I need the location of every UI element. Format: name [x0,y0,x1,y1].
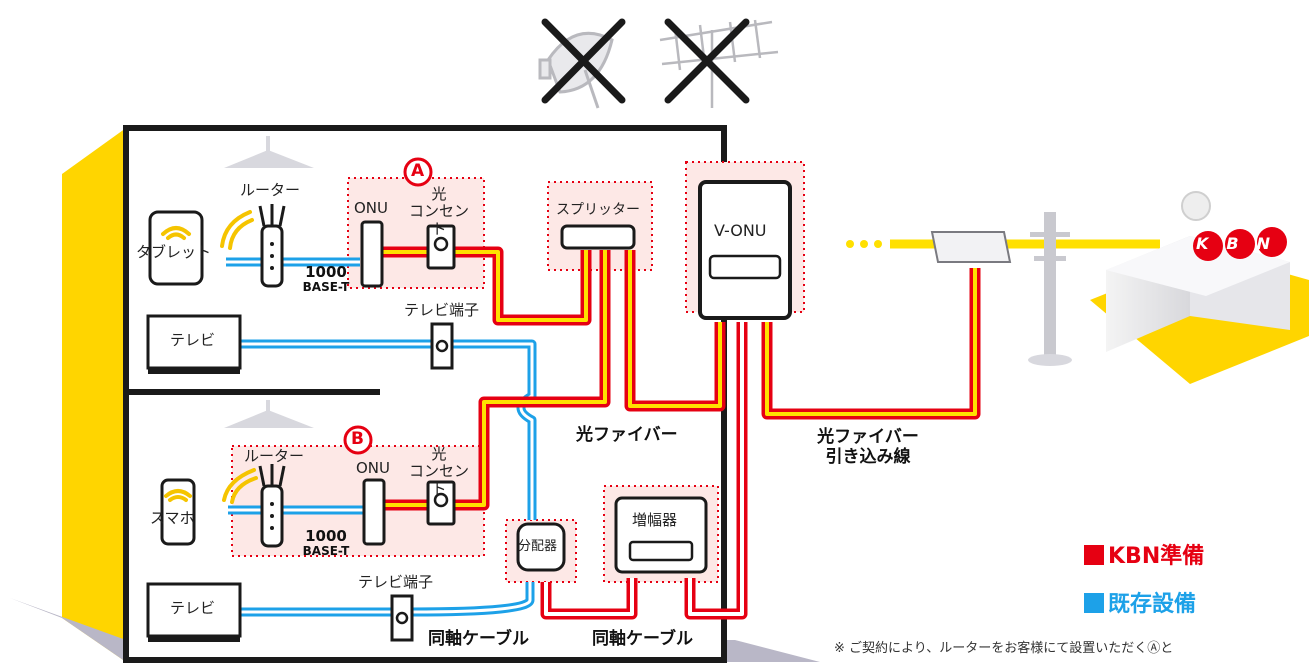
splitter-label: スプリッター [556,202,640,218]
optical-outlet-icon [426,224,456,270]
kbn-logo-text: KBN [1196,234,1288,253]
legend-existing-swatch [1084,593,1104,613]
legend-existing-label: 既存設備 [1108,592,1197,617]
tablet-label: タブレット [136,243,212,261]
smartphone-label: スマホ [150,509,195,527]
onu-icon [362,478,386,546]
tv-lower-icon [146,582,242,642]
distributor-label: 分配器 [518,539,558,554]
cross-mark-icon [541,18,626,104]
footnote: ※ ご契約により、ルーターをお客様にて設置いただくⒶと [834,641,1174,656]
router-upper-label: ルーター [240,181,301,199]
v-onu-icon [698,180,792,320]
distributor-icon [516,522,566,572]
legend-kbn-swatch [1084,545,1104,565]
marker-b-label: B [351,429,364,449]
kbn-building-icon [1090,191,1309,384]
optical-outlet-icon [426,480,456,526]
router-icon [258,204,286,288]
tv-lower-label: テレビ [170,599,216,617]
legend-kbn-label: KBN準備 [1108,544,1205,569]
wifi-icon [164,468,258,504]
marker-a-label: A [411,161,425,181]
v-onu-label: V-ONU [714,221,767,240]
tv-upper-icon [146,314,242,374]
optical-outlet-lower-label: 光 コンセント [408,445,469,498]
splitter-icon [560,224,636,250]
optical-outlet-upper-label: 光 コンセント [408,185,469,238]
onu-lower-label: ONU [356,459,391,477]
legend-kbn: KBN準備 [1084,538,1204,570]
router-lower-label: ルーター [244,447,305,465]
marker-b-circle [343,425,373,455]
fiber-label: 光ファイバー [576,425,678,445]
speed-lower-label: 1000 [305,527,347,545]
amplifier-label: 増幅器 [632,511,678,529]
tablet-icon [148,210,204,286]
marker-a-circle [403,157,433,187]
coax-left-label: 同軸ケーブル [428,629,529,649]
onu-upper-label: ONU [354,199,389,217]
house-side-wall [62,128,126,662]
tv-terminal-lower-icon [390,594,414,642]
wifi-icon [161,210,254,250]
closure-box-icon [930,231,1012,263]
ceiling-lamp-icon [224,136,314,428]
cross-mark-icon [664,18,750,104]
base-t-lower-label: BASE-T [302,544,350,558]
tv-terminal-lower-label: テレビ端子 [358,573,434,591]
router-icon [258,464,286,548]
tv-upper-label: テレビ [170,331,216,349]
speed-upper-label: 1000 [305,263,347,281]
utility-pole-icon [1028,212,1072,366]
terrestrial-antenna-icon [659,19,779,108]
coax-right-label: 同軸ケーブル [592,629,693,649]
tv-terminal-upper-label: テレビ端子 [404,301,480,319]
legend-existing: 既存設備 [1084,586,1196,618]
kbn-logo [1193,227,1287,261]
base-t-upper-label: BASE-T [302,280,350,294]
amplifier-icon [614,496,708,574]
onu-icon [360,220,384,288]
fiber-dropline-label: 光ファイバー 引き込み線 [817,427,919,467]
fiber-cables [382,246,981,620]
tv-terminal-upper-icon [430,322,454,370]
smartphone-icon [160,478,196,546]
